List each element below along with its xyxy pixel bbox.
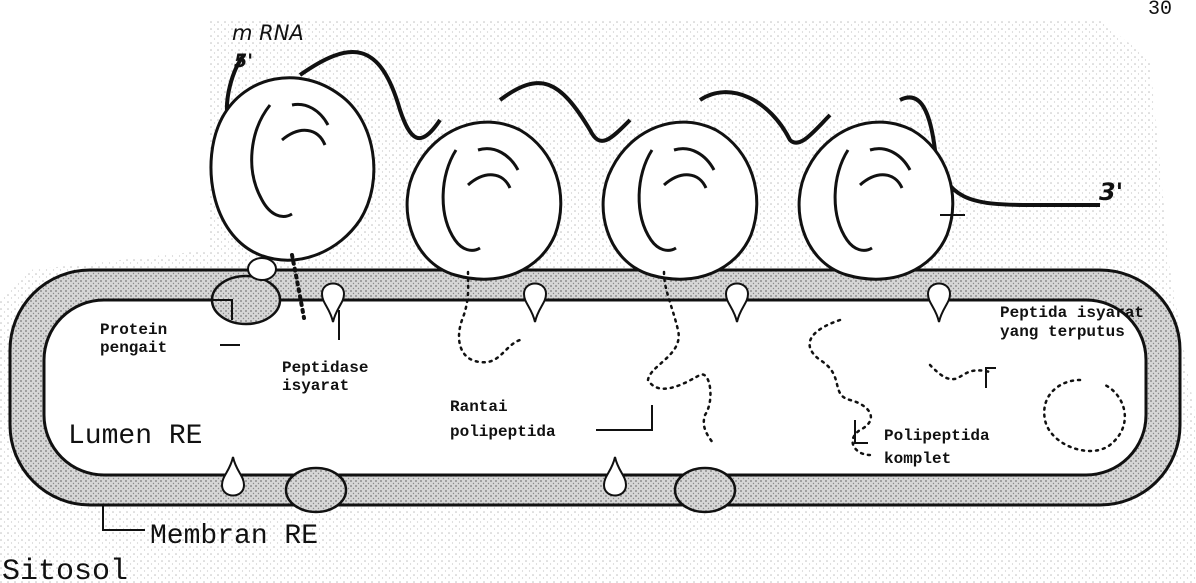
label-peptida-isyarat-terputus-1: Peptida isyarat	[1000, 304, 1144, 322]
ribosome-3	[603, 122, 757, 279]
label-protein-pengait-2: pengait	[100, 339, 167, 357]
label-peptidase-isyarat-2: isyarat	[282, 377, 349, 395]
label-3-prime: 3'	[1099, 178, 1123, 206]
label-protein-pengait-1: Protein	[100, 321, 167, 339]
ribosome-1	[211, 78, 374, 260]
label-peptidase-isyarat-1: Peptidase	[282, 359, 368, 377]
ribosome-4	[799, 122, 953, 279]
page-number: 30	[1148, 0, 1172, 21]
label-sitosol: Sitosol	[2, 555, 128, 583]
label-rantai-polipeptida-2: polipeptida	[450, 423, 556, 441]
ribosome-2	[407, 122, 561, 279]
label-membran-re: Membran RE	[150, 521, 318, 552]
label-rantai-polipeptida-1: Rantai	[450, 398, 508, 416]
label-polipeptida-komplet-1: Polipeptida	[884, 427, 990, 445]
label-5-prime: 5'	[234, 50, 253, 72]
label-polipeptida-komplet-2: komplet	[884, 450, 951, 468]
label-mrna: m RNA	[232, 21, 304, 45]
label-peptida-isyarat-terputus-2: yang terputus	[1000, 323, 1125, 341]
label-lumen-re: Lumen RE	[68, 421, 202, 452]
